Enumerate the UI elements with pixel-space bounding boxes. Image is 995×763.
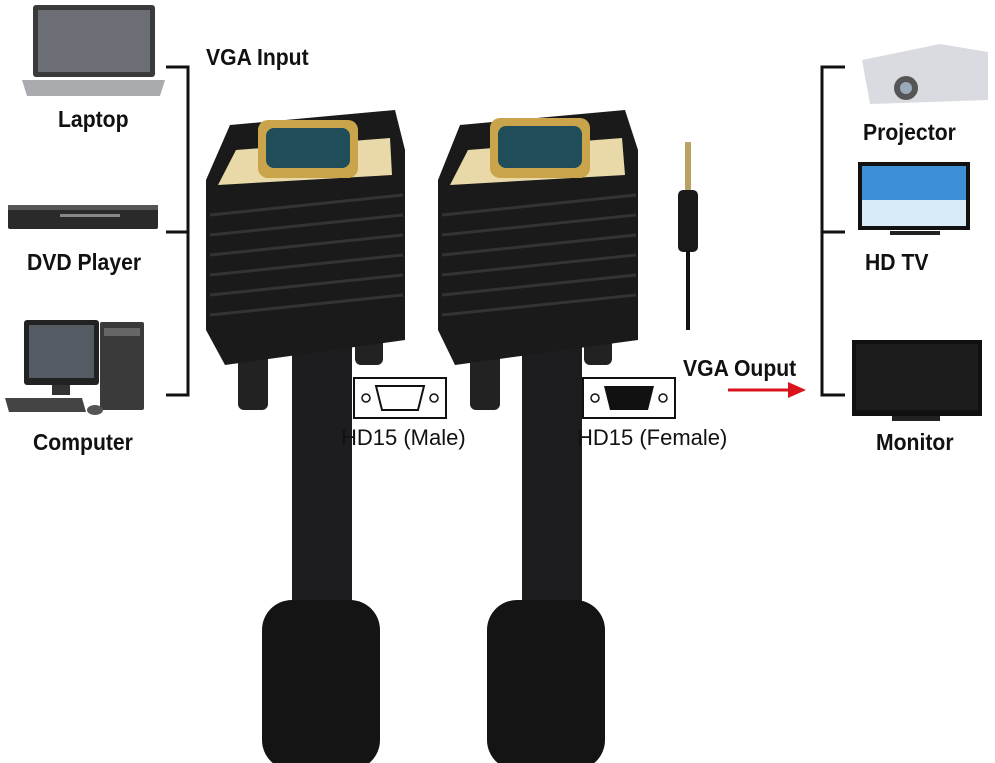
source-label-laptop: Laptop — [58, 106, 129, 132]
output-bracket — [820, 65, 845, 397]
input-bracket — [166, 65, 190, 397]
hd15-male-connector-icon — [353, 377, 447, 419]
source-label-computer: Computer — [33, 429, 133, 455]
output-label-hd-tv: HD TV — [865, 249, 929, 275]
output-label-monitor: Monitor — [876, 429, 954, 455]
vga-output-label: VGA Ouput — [683, 355, 797, 381]
vga-cable-female — [438, 110, 638, 763]
source-label-dvd-player: DVD Player — [27, 249, 142, 275]
hd15-female-label: HD15 (Female) — [577, 425, 728, 450]
monitor-icon — [852, 340, 982, 421]
hd15-male-label: HD15 (Male) — [341, 425, 466, 450]
dvd-player-icon — [8, 205, 158, 229]
computer-icon — [5, 320, 144, 415]
vga-input-label: VGA Input — [206, 44, 309, 70]
projector-icon — [862, 44, 988, 104]
hd15-female-connector-icon — [582, 377, 676, 419]
output-arrow-icon — [728, 382, 806, 398]
laptop-icon — [22, 5, 165, 96]
output-label-projector: Projector — [863, 119, 956, 145]
tv-icon — [858, 162, 970, 235]
audio-jack — [678, 142, 698, 330]
vga-cable-male — [206, 110, 405, 763]
